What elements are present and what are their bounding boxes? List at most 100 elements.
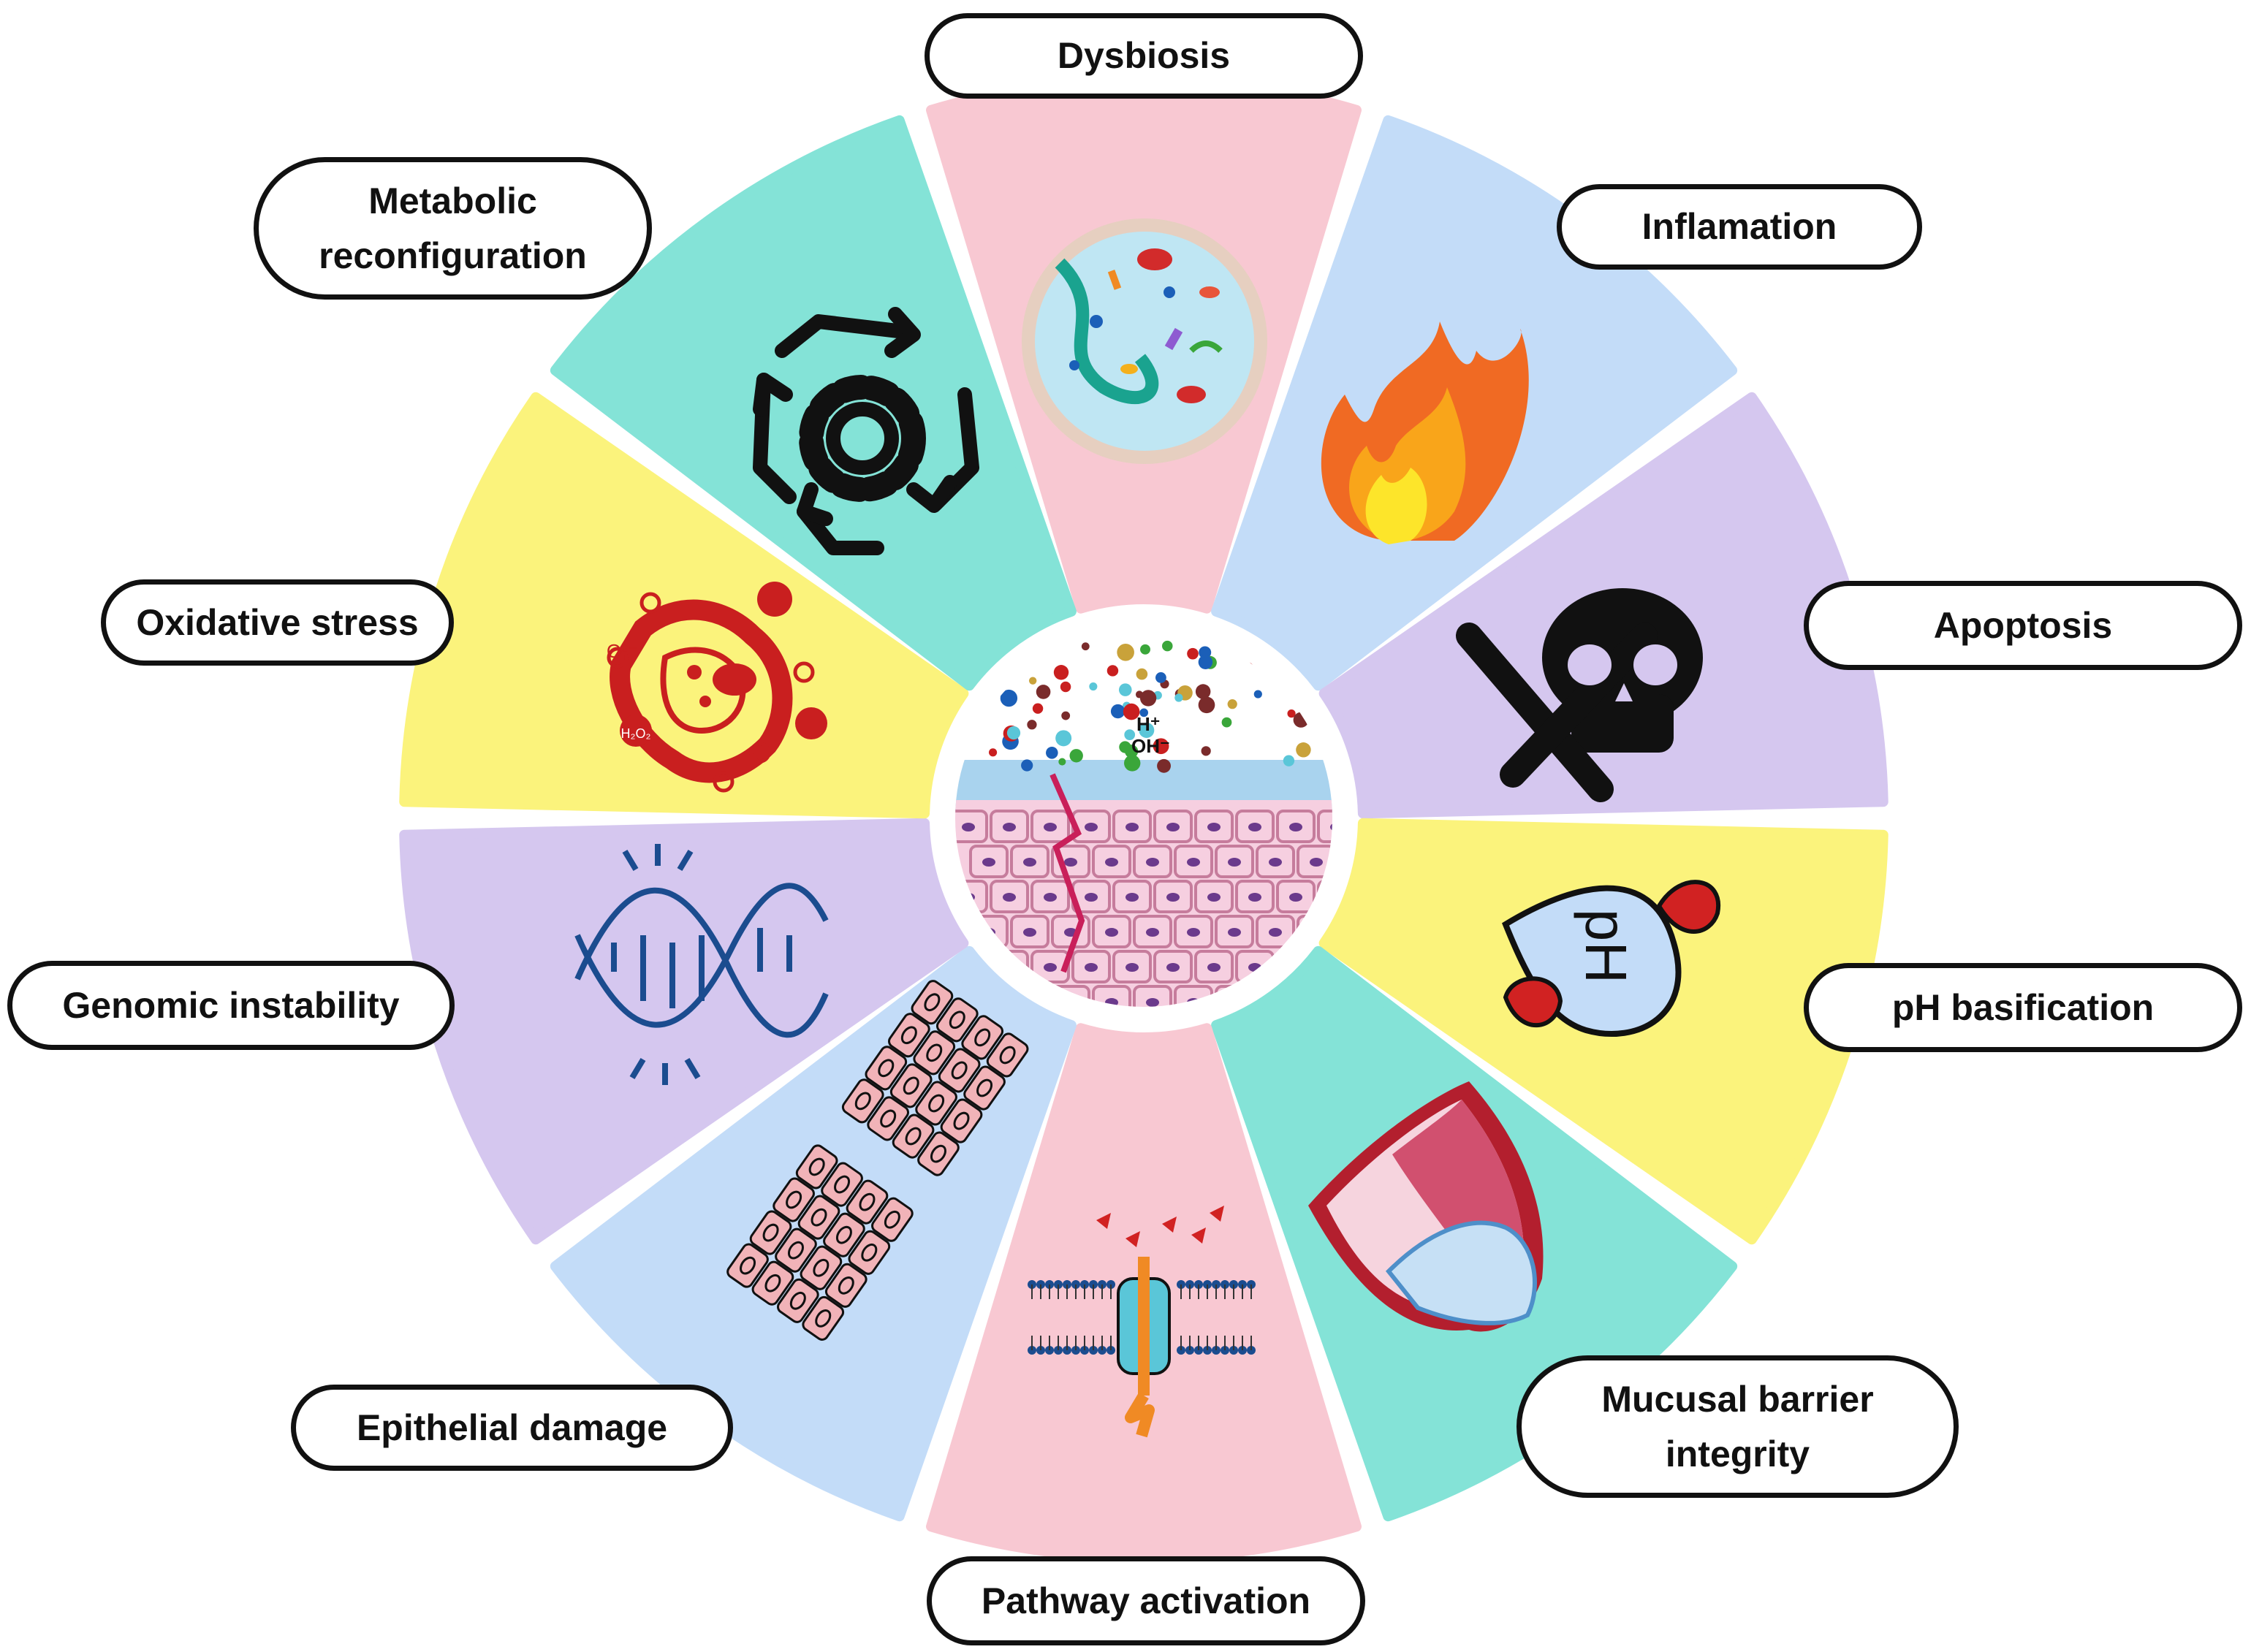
- particle-dot: [983, 682, 993, 693]
- tissue-cell: [1153, 880, 1193, 913]
- cell-nucleus: [1126, 823, 1139, 831]
- epithelial-cell: [911, 980, 954, 1025]
- tissue-cell: [1153, 810, 1193, 843]
- epithelial-cell: [865, 1046, 908, 1091]
- tissue-cell: [1010, 845, 1049, 878]
- cell-nucleus: [1330, 823, 1332, 831]
- epithelial-cell: [940, 1098, 983, 1143]
- cell-nucleus: [962, 823, 975, 831]
- particle-dot: [1198, 696, 1215, 714]
- epithelial-cell: [871, 1197, 914, 1242]
- epithelial-cell: [800, 1245, 843, 1290]
- epithelial-nucleus: [740, 1256, 756, 1275]
- particle-dot: [1262, 659, 1274, 671]
- particle-dot: [977, 682, 990, 696]
- cell-nucleus: [1187, 858, 1200, 867]
- cell-nucleus: [1044, 963, 1057, 972]
- particle-dot: [1058, 758, 1066, 766]
- cell-nucleus: [1289, 823, 1302, 831]
- particle-dot: [1124, 755, 1141, 772]
- epithelial-cell: [773, 1177, 815, 1222]
- cell-nucleus: [982, 928, 995, 937]
- epithelial-cell: [888, 1013, 930, 1058]
- epithelial-nucleus: [834, 1175, 851, 1194]
- tissue-cell: [955, 810, 988, 843]
- particle-dot: [1201, 746, 1211, 756]
- particle-dot: [1118, 683, 1132, 696]
- cell-nucleus: [1269, 858, 1282, 867]
- particle-dot: [1162, 640, 1173, 652]
- particle-dot: [1157, 758, 1171, 773]
- cell-nucleus: [1003, 963, 1016, 972]
- cell-nucleus: [1207, 963, 1221, 972]
- cell-nucleus: [1330, 893, 1332, 902]
- cell-nucleus: [962, 893, 975, 902]
- tissue-cell: [990, 880, 1029, 913]
- label-dysbiosis: Dysbiosis: [925, 13, 1363, 99]
- particle-dot: [1008, 664, 1021, 677]
- tissue-cell: [1133, 985, 1172, 1007]
- particle-dot: [1021, 759, 1033, 772]
- tissue-cell: [1317, 810, 1332, 843]
- epithelial-nucleus: [999, 1046, 1016, 1065]
- epithelial-nucleus: [880, 1109, 897, 1128]
- dna-helix-icon: [574, 844, 829, 1085]
- epithelial-nucleus: [787, 1241, 804, 1260]
- cell-nucleus: [1166, 823, 1180, 831]
- cell-nucleus: [1228, 858, 1241, 867]
- particle-dot: [1046, 747, 1058, 759]
- particle-dot: [1296, 742, 1311, 758]
- tissue-cell: [990, 810, 1029, 843]
- particle-dot: [1139, 722, 1155, 738]
- ph-drop-icon: pH: [1502, 880, 1721, 1037]
- particle-dot: [1221, 717, 1232, 728]
- epithelial-cell: [823, 1212, 865, 1257]
- tissue-cell: [1194, 950, 1234, 983]
- cell-nucleus: [1105, 928, 1118, 937]
- cell-nucleus: [1207, 823, 1221, 831]
- epithelial-nucleus: [924, 993, 941, 1012]
- tissue-cell: [1215, 915, 1254, 948]
- particle-dot: [1000, 689, 1018, 707]
- particle-dot: [1106, 665, 1119, 677]
- cell-nucleus: [1207, 893, 1221, 902]
- cell-nucleus: [1228, 928, 1241, 937]
- epithelial-cell: [917, 1131, 960, 1176]
- epithelial-nucleus: [854, 1092, 871, 1111]
- epithelial-cell: [751, 1260, 794, 1306]
- tissue-cell: [1092, 845, 1131, 878]
- particle-dot: [1139, 708, 1149, 717]
- particle-dot: [1187, 647, 1199, 660]
- tissue-cell: [1051, 845, 1090, 878]
- epithelial-cell: [915, 1081, 957, 1126]
- epithelial-nucleus: [859, 1192, 876, 1211]
- epithelial-cell: [795, 1144, 838, 1189]
- particle-dot: [1174, 693, 1183, 702]
- tissue-cell: [1112, 880, 1152, 913]
- epithelial-nucleus: [811, 1208, 827, 1227]
- cell-nucleus: [1126, 963, 1139, 972]
- label-genomic-instability: Genomic instability: [7, 961, 455, 1050]
- epithelial-nucleus: [815, 1309, 832, 1328]
- label-metabolic-reconfiguration: Metabolic reconfiguration: [254, 157, 652, 300]
- particle-dot: [1027, 720, 1037, 730]
- particle-dot: [1020, 640, 1038, 658]
- tissue-cell: [1133, 845, 1172, 878]
- metabolic-cycle-gear-icon: [753, 307, 979, 555]
- cell-nucleus: [1105, 998, 1118, 1007]
- microbiome-petri-dish-icon: [1022, 218, 1267, 464]
- tissue-cell: [1071, 950, 1111, 983]
- particle-dot: [1006, 726, 1021, 740]
- particle-dot: [1032, 703, 1044, 714]
- label-inflamation: Inflamation: [1557, 184, 1922, 270]
- label-apoptosis: Apoptosis: [1804, 581, 2242, 670]
- epithelial-cell: [938, 1048, 981, 1093]
- cell-nucleus: [1310, 858, 1323, 867]
- particle-dot: [1125, 745, 1139, 758]
- particle-dot: [1153, 738, 1169, 755]
- particle-dot: [1117, 644, 1134, 661]
- epithelial-nucleus: [838, 1276, 854, 1295]
- skull-crossbones-icon: [1456, 588, 1703, 802]
- epithelial-cell: [797, 1195, 840, 1240]
- particle-dot: [975, 687, 990, 701]
